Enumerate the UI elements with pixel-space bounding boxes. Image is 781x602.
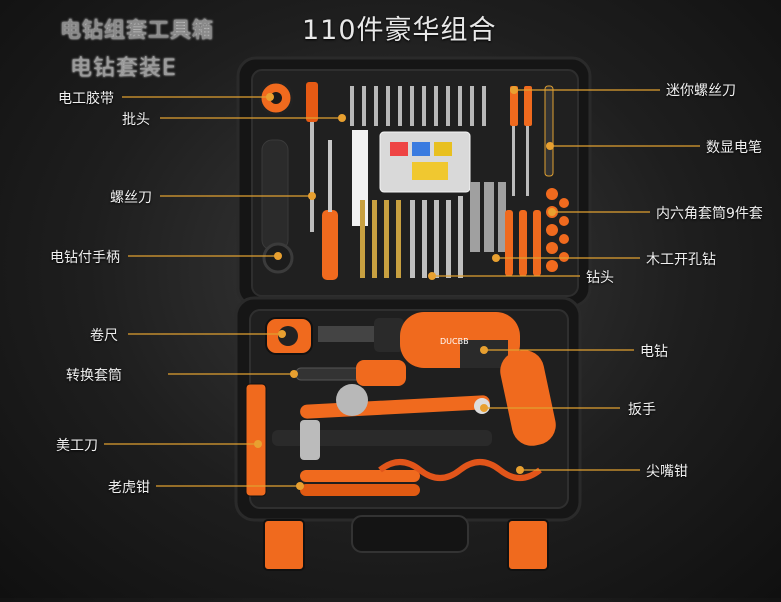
- label-bits: 批头: [122, 112, 150, 128]
- label-hex-sockets: 内六角套筒9件套: [656, 206, 763, 222]
- label-screwdriver: 螺丝刀: [110, 190, 152, 206]
- utility-knife: [245, 383, 267, 497]
- large-screwdriver: [322, 210, 338, 280]
- aux-handle: [261, 139, 289, 251]
- right-latch: [507, 519, 549, 571]
- pliers-tool: [300, 470, 420, 496]
- label-digital-pen: 数显电笔: [706, 140, 762, 156]
- label-adapter-socket: 转换套筒: [66, 368, 122, 384]
- product-title: 电钻组套工具箱: [60, 18, 214, 42]
- toolbox-base: DUCBB: [234, 296, 582, 522]
- drill-bit-set: [360, 196, 463, 278]
- adjustable-wrench: [300, 384, 490, 419]
- product-subtitle: 电钻套装E: [70, 56, 177, 81]
- digital-pen: [544, 85, 554, 177]
- label-utility-knife: 美工刀: [56, 438, 98, 454]
- label-mini-screwdriver: 迷你螺丝刀: [666, 83, 736, 99]
- mini-screwdrivers: [505, 86, 541, 276]
- label-needle-pliers: 尖嘴钳: [646, 464, 688, 480]
- label-aux-handle: 电钻付手柄: [50, 250, 120, 266]
- leader-dots: [254, 86, 556, 490]
- label-drill-bits: 钻头: [586, 270, 614, 286]
- power-drill: DUCBB: [318, 312, 556, 446]
- leader-lines: [104, 89, 700, 487]
- label-spade-bit: 木工开孔钻: [646, 252, 716, 268]
- case-handle: [351, 515, 469, 553]
- hex-sockets: [546, 188, 569, 272]
- power-cord: [378, 459, 542, 481]
- left-latch: [263, 519, 305, 571]
- label-tape: 电工胶带: [58, 91, 114, 107]
- drill-brand-label: DUCBB: [440, 337, 469, 346]
- piece-count-title: 110件豪华组合: [302, 15, 497, 46]
- bit-row: [350, 86, 486, 126]
- label-tape-measure: 卷尺: [90, 328, 118, 344]
- toolbox-lid: [236, 56, 592, 308]
- label-drill: 电钻: [640, 344, 668, 360]
- hammer-handle: [272, 430, 492, 446]
- label-wrench: 扳手: [628, 402, 656, 418]
- spade-bits: [470, 182, 506, 252]
- label-pliers: 老虎钳: [108, 480, 150, 496]
- screwdriver-handle: [306, 82, 318, 122]
